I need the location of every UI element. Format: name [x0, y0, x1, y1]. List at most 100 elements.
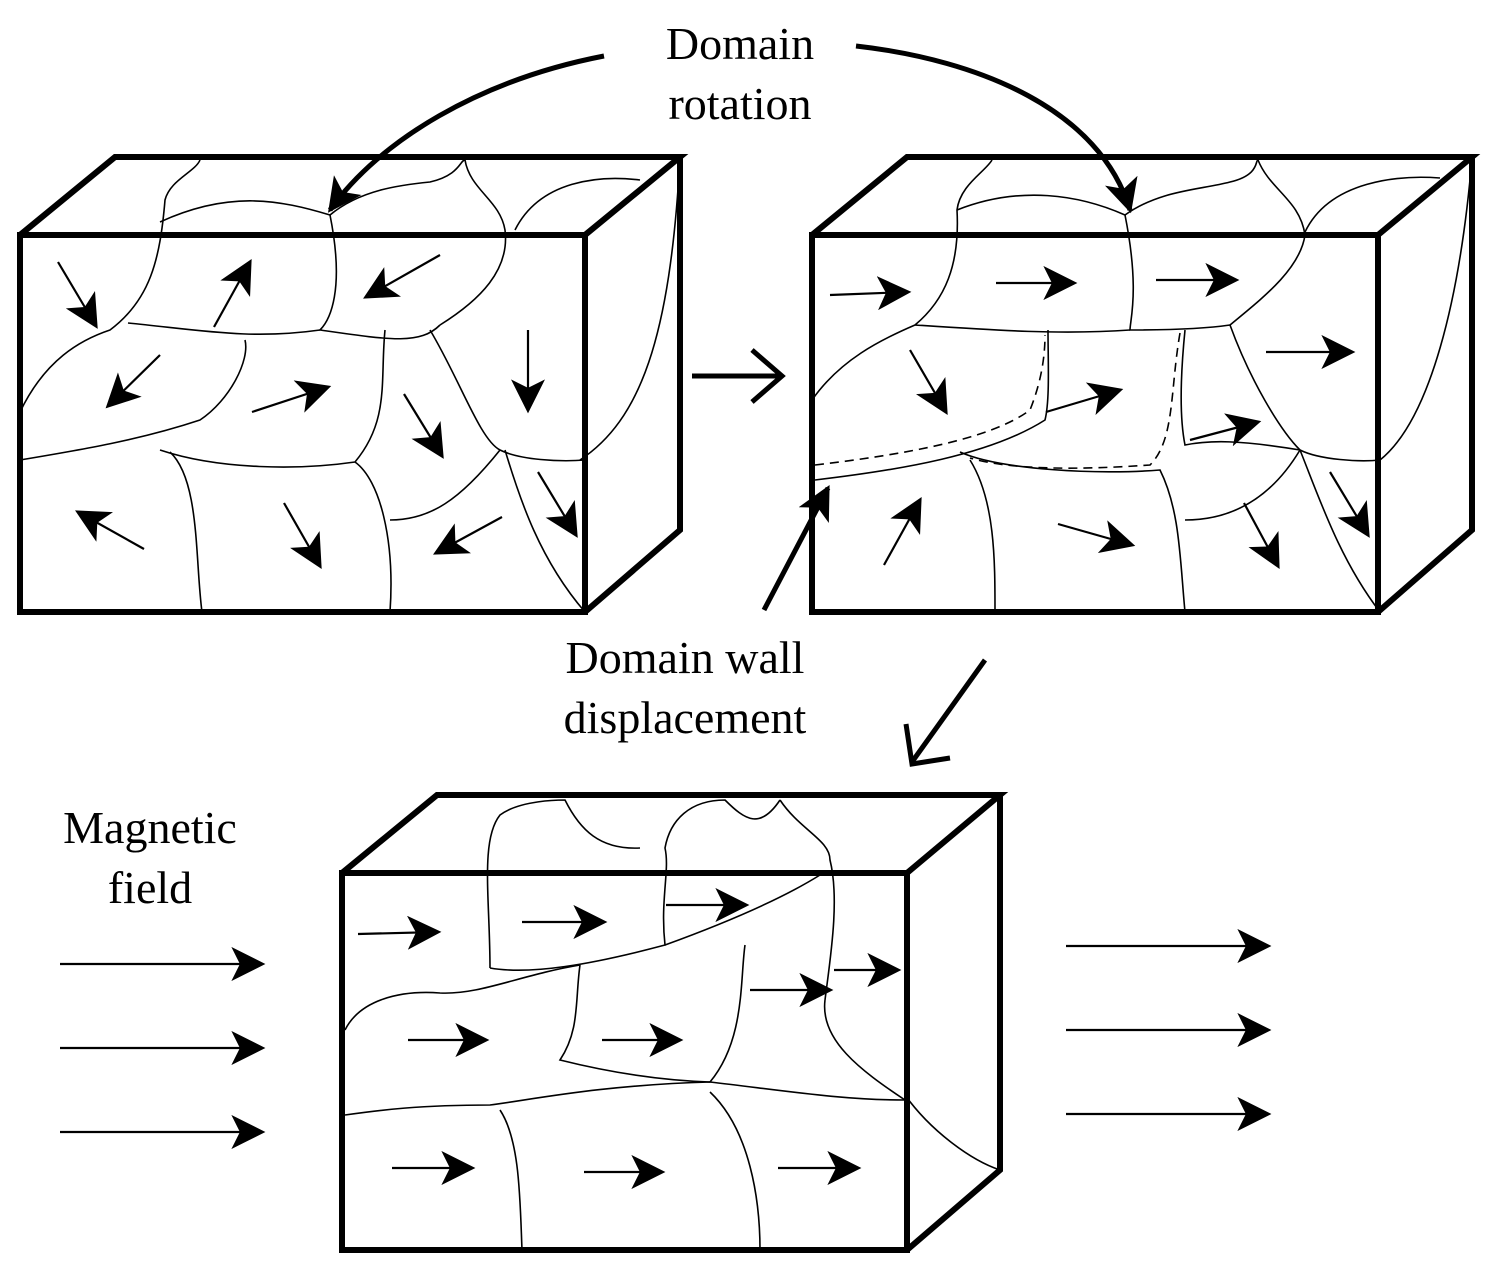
domain-wall [814, 329, 1050, 481]
rotation-pointer-left [327, 53, 605, 213]
domain-wall [159, 329, 386, 468]
moment-arrow [75, 510, 145, 550]
domain-wall-line1: Domain wall [565, 632, 805, 683]
domain-wall [664, 874, 821, 946]
domain-wall [344, 1081, 906, 1116]
moment-arrow [213, 259, 252, 328]
moment-arrow [433, 516, 503, 555]
domain-wall [1229, 159, 1306, 326]
moment-arrow [403, 393, 444, 459]
domain-wall [779, 799, 836, 1001]
panel1-boundaries [19, 157, 681, 613]
domain-wall [1124, 159, 1259, 216]
domain-wall [486, 799, 641, 969]
domain-wall [19, 339, 247, 461]
moment-arrow [909, 349, 948, 415]
domain-wall [389, 449, 501, 521]
magnetic-field-line2: field [107, 862, 193, 913]
magnetic-field-label: Magnetic field [20, 798, 280, 918]
domain-wall [1379, 157, 1473, 461]
box-edge [18, 154, 689, 238]
domain-wall [504, 449, 586, 613]
moment-arrow [1243, 502, 1280, 569]
step-arrow-down-left [903, 658, 988, 767]
box-edge [17, 232, 588, 615]
domain-wall [19, 159, 201, 413]
moment-arrow [357, 915, 442, 950]
domain-wall [709, 944, 746, 1083]
pointer-arrow [909, 658, 988, 764]
domain-rotation-label: Domain rotation [600, 14, 880, 134]
domain-rotation-line1: Domain [665, 18, 815, 69]
moment-arrow [57, 261, 98, 329]
moment-arrow [251, 380, 332, 414]
step-arrow-right [692, 348, 786, 404]
moment-arrow [883, 497, 922, 566]
panel1-moment-arrows [57, 254, 578, 569]
box-edge [905, 795, 1003, 1253]
domain-wall [169, 451, 203, 613]
domain-wall [127, 322, 321, 336]
domain-wall [1184, 449, 1301, 521]
moment-arrow [363, 254, 441, 299]
domain-wall [1304, 176, 1441, 233]
box-edge [1376, 157, 1475, 615]
pointer-arrow [750, 348, 786, 404]
domain-wall [914, 324, 1131, 333]
domain-wall [429, 329, 586, 462]
domain-wall [969, 459, 996, 613]
panel-initial-domains [17, 154, 689, 615]
magnetic-field-line1: Magnetic [63, 802, 237, 853]
process-arrows [327, 43, 1138, 767]
pointer-arrow [903, 723, 951, 767]
box-edge [810, 154, 1481, 238]
panel3-moment-arrows [357, 888, 902, 1189]
box-edge [339, 870, 910, 1253]
domain-wall [514, 177, 641, 231]
box-edge [340, 792, 1009, 876]
domain-wall [956, 194, 1231, 331]
panel1-box [17, 154, 689, 615]
moment-arrow [829, 276, 912, 311]
moment-arrow [283, 502, 322, 569]
magnetic-field-arrows-left [60, 947, 266, 1149]
moment-arrow [105, 354, 161, 409]
moment-arrow [1329, 471, 1370, 538]
panel3-box [339, 792, 1009, 1253]
magnetic-field-arrows-right [1066, 929, 1272, 1131]
domain-wall [499, 1109, 523, 1251]
domain-wall [159, 200, 441, 340]
box-edge [583, 157, 683, 615]
moment-arrow [1057, 520, 1136, 554]
domain-wall [439, 159, 507, 326]
wall-displacement-pointer [761, 484, 831, 612]
domain-wall [904, 1094, 1001, 1171]
domain-wall [1299, 449, 1381, 613]
domain-wall-line2: displacement [563, 692, 807, 743]
domain-wall [1180, 329, 1301, 451]
domain-wall [1229, 324, 1381, 462]
domain-wall [709, 1091, 761, 1251]
panel3-boundaries [344, 799, 1001, 1251]
previous-domain-wall [814, 334, 1046, 466]
domain-wall [558, 964, 711, 1083]
domain-wall [811, 159, 993, 401]
domain-rotation-line2: rotation [668, 78, 812, 129]
panel2-box [809, 154, 1481, 615]
panel-wall-displacement [809, 154, 1481, 615]
rotation-pointer-right [855, 43, 1138, 214]
domain-wall [344, 964, 581, 1031]
panel2-boundaries [811, 157, 1473, 613]
moment-arrow [1189, 413, 1262, 447]
previous-domain-wall [969, 332, 1181, 469]
domain-wall [489, 799, 781, 972]
domain-wall [354, 461, 392, 613]
domain-wall [959, 451, 1186, 613]
domain-wall [579, 157, 681, 461]
moment-arrow [1045, 382, 1124, 416]
domain-wall [823, 999, 906, 1101]
panel2-moment-arrows [829, 263, 1370, 569]
moment-arrow [537, 471, 578, 538]
